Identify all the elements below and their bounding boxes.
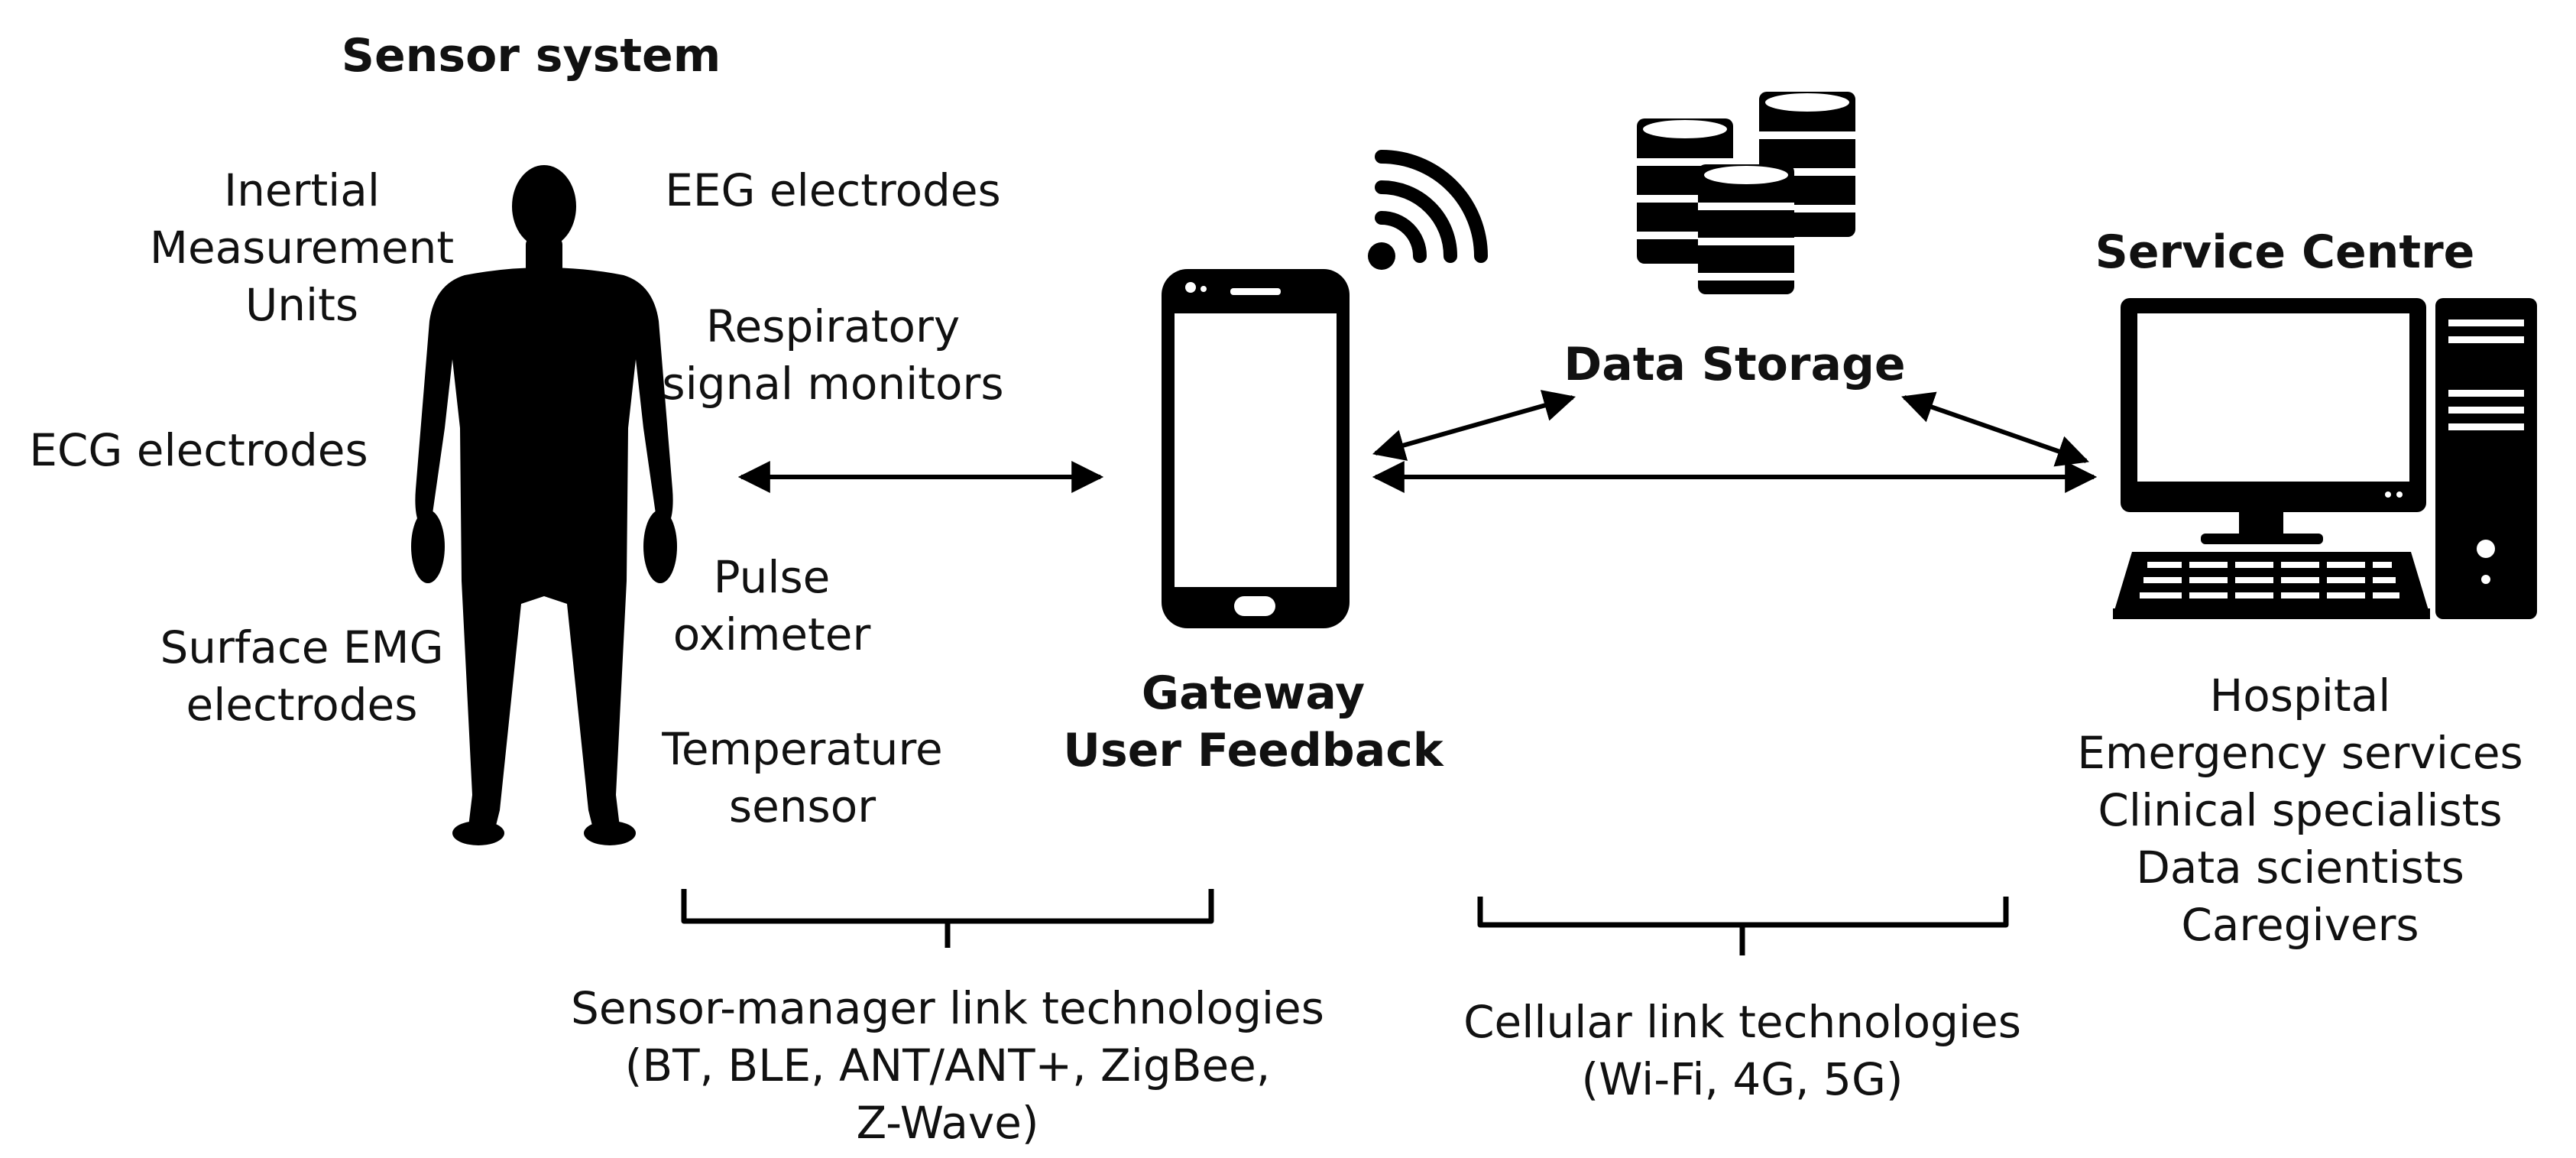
human-silhouette-icon	[411, 165, 677, 845]
emg-line-2: electrodes	[186, 679, 418, 731]
sensor-system-title: Sensor system	[341, 29, 721, 83]
sensor-manager-link-label: Sensor-manager link technologies (BT, BL…	[489, 980, 1406, 1152]
sensor-label-pulse: Pulse oximeter	[627, 549, 917, 663]
temperature-line-1: Temperature	[662, 723, 943, 775]
gateway-line-2: User Feedback	[1063, 724, 1444, 777]
user-emergency-services: Emergency services	[2077, 727, 2523, 779]
imu-line-2: Measurement	[149, 222, 455, 274]
connection-arrows	[737, 390, 2098, 493]
respiratory-line-1: Respiratory	[705, 300, 961, 352]
gateway-line-1: Gateway	[1141, 667, 1366, 720]
user-caregivers: Caregivers	[2181, 899, 2419, 951]
cellular-line-2: (Wi-Fi, 4G, 5G)	[1581, 1053, 1904, 1105]
sensor-manager-line-1: Sensor-manager link technologies	[571, 982, 1324, 1034]
emg-line-1: Surface EMG	[160, 621, 444, 673]
smartphone-icon	[1162, 269, 1350, 628]
desktop-computer-icon	[2113, 298, 2537, 619]
service-centre-users: Hospital Emergency services Clinical spe…	[2033, 667, 2568, 954]
pulse-line-1: Pulse	[713, 551, 831, 603]
brace-cellular-link	[1477, 897, 2009, 955]
sensor-label-imu: Inertial Measurement Units	[115, 162, 489, 334]
wifi-signal-icon	[1368, 150, 1488, 270]
respiratory-line-2: signal monitors	[662, 358, 1004, 410]
sensor-manager-line-3: Z-Wave)	[856, 1097, 1039, 1149]
brace-sensor-manager-link	[681, 889, 1214, 948]
database-stack-icon	[1637, 92, 1855, 294]
sensor-label-emg: Surface EMG electrodes	[115, 619, 489, 734]
imu-line-3: Units	[245, 279, 359, 331]
temperature-line-2: sensor	[728, 780, 876, 832]
sensor-label-temperature: Temperature sensor	[619, 721, 986, 835]
arrow-gateway-storage	[1372, 390, 1576, 461]
imu-line-1: Inertial	[224, 164, 380, 216]
cellular-line-1: Cellular link technologies	[1463, 996, 2021, 1048]
data-storage-title: Data Storage	[1563, 338, 1906, 391]
user-hospital: Hospital	[2209, 670, 2391, 722]
arrow-storage-service-centre	[1901, 391, 2089, 467]
pulse-line-2: oximeter	[672, 608, 871, 660]
sensor-manager-line-2: (BT, BLE, ANT/ANT+, ZigBee,	[624, 1040, 1271, 1092]
service-centre-title: Service Centre	[2095, 225, 2475, 279]
cellular-link-label: Cellular link technologies (Wi-Fi, 4G, 5…	[1360, 994, 2124, 1108]
sensor-label-respiratory: Respiratory signal monitors	[619, 298, 1047, 413]
sensor-label-eeg: EEG electrodes	[665, 164, 1001, 216]
user-data-scientists: Data scientists	[2136, 842, 2464, 894]
gateway-label: Gateway User Feedback	[1024, 665, 1482, 780]
user-clinical-specialists: Clinical specialists	[2098, 784, 2503, 836]
sensor-label-ecg: ECG electrodes	[29, 424, 368, 476]
